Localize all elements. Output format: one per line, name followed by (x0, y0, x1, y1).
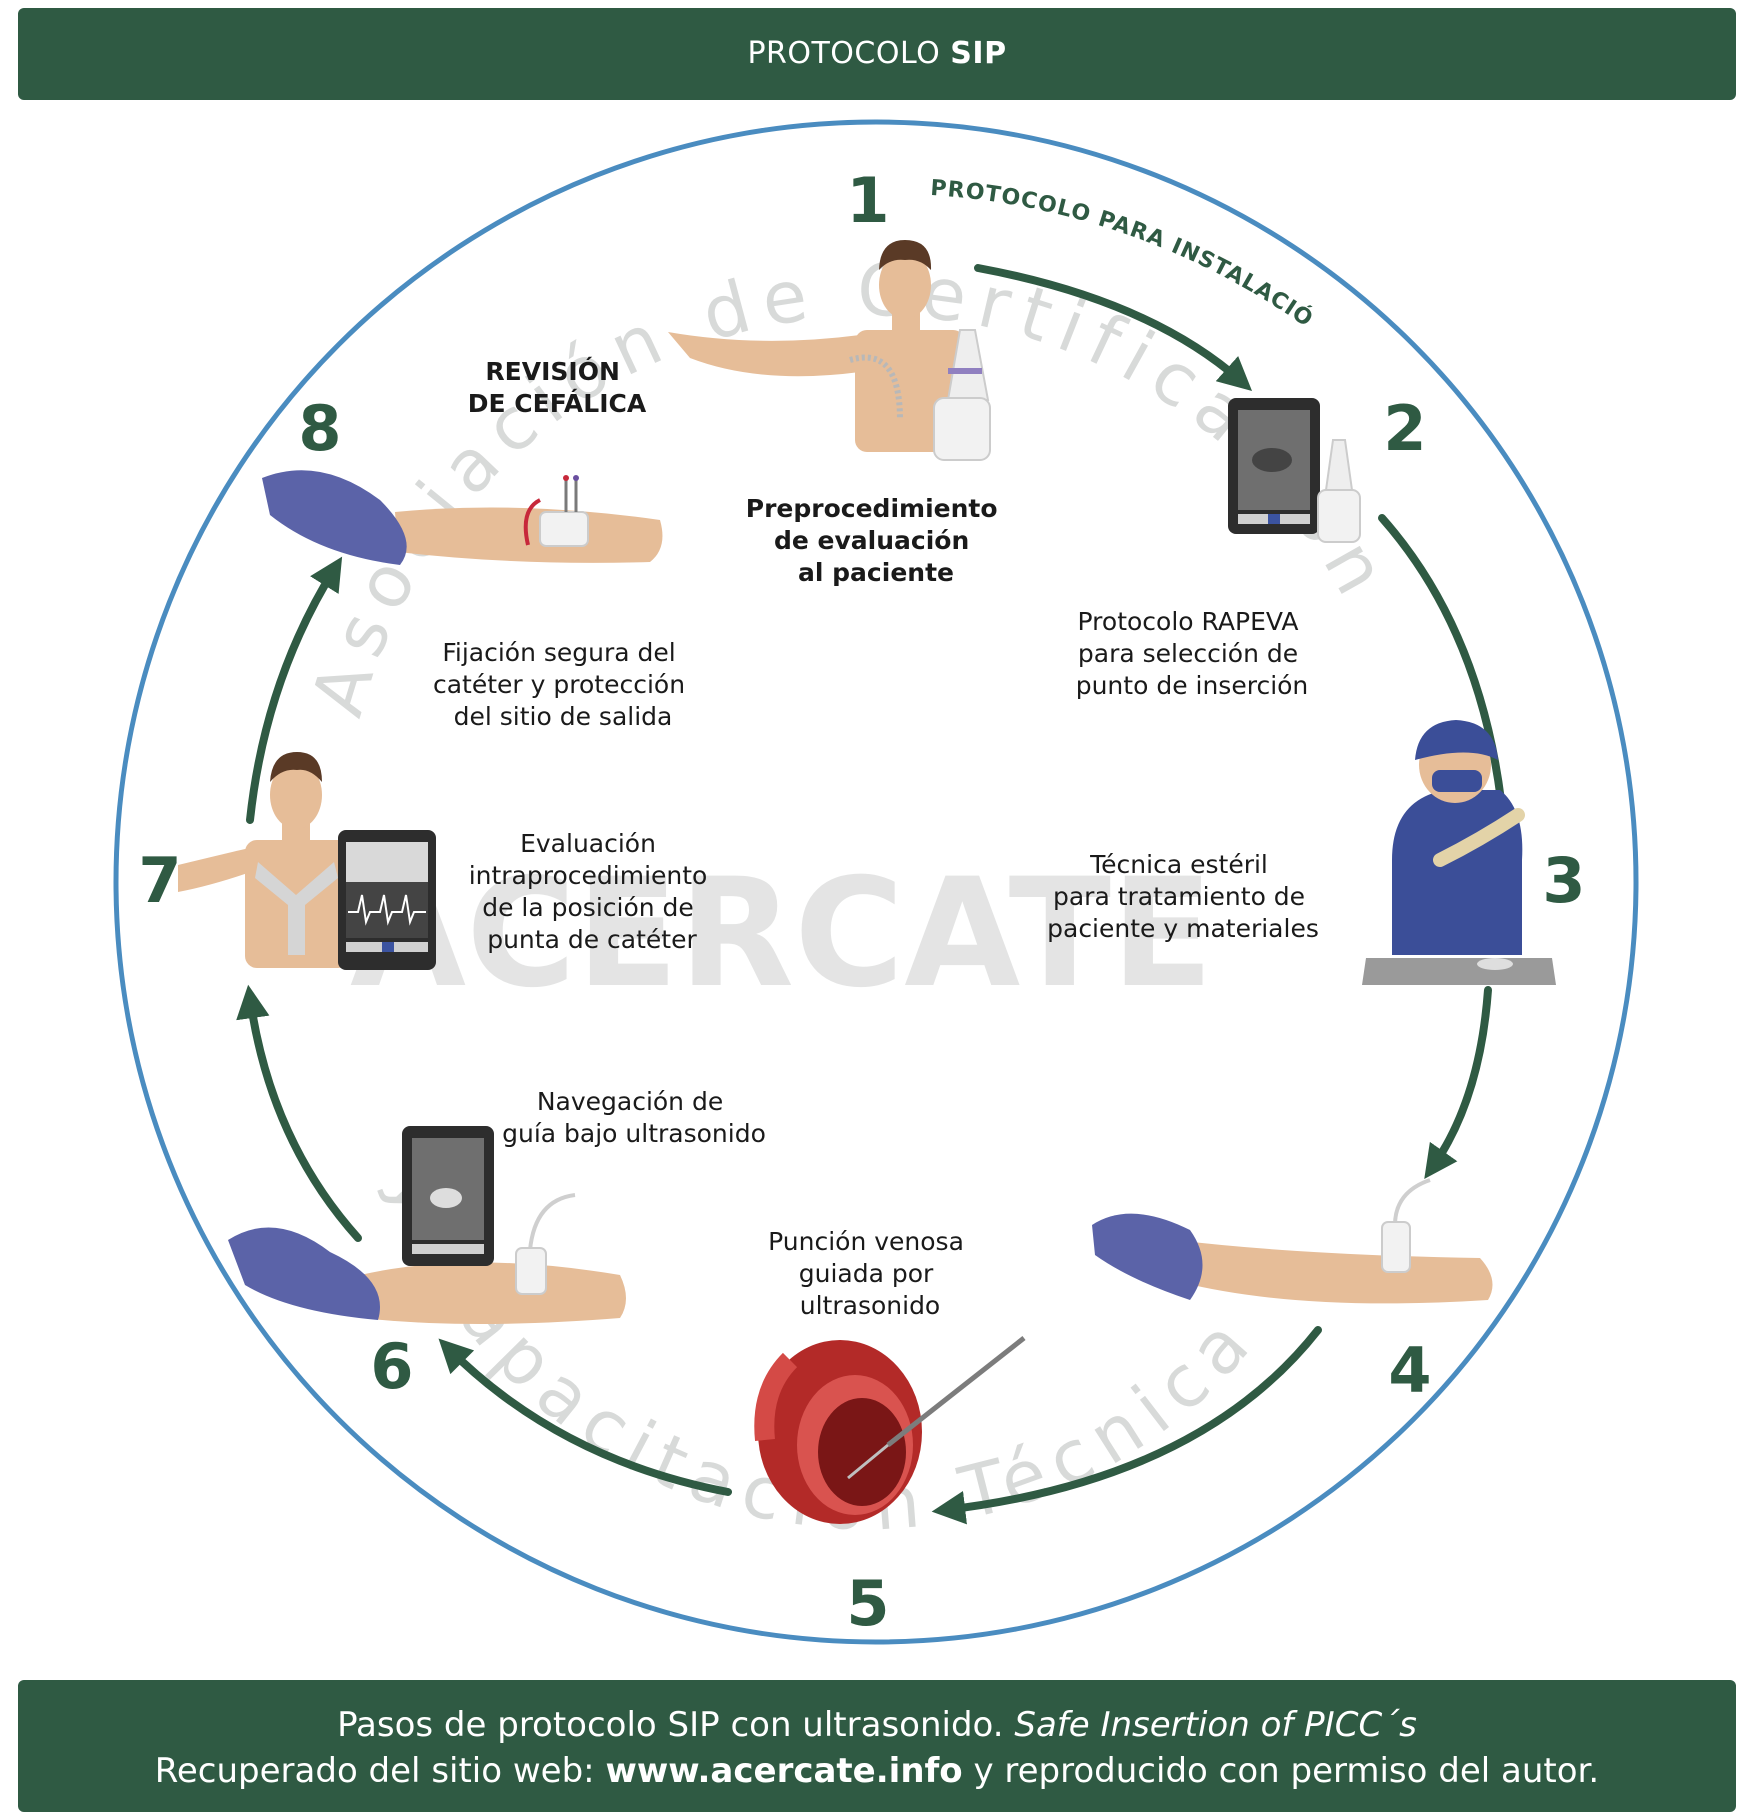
footer-line-2-end: y reproducido con permiso del autor. (962, 1751, 1600, 1791)
arrow-4-5 (931, 1326, 1322, 1525)
footer-line-1-italic: Safe Insertion of PICC´s (1014, 1705, 1417, 1745)
revision-label: REVISIÓN DE CEFÁLICA (468, 356, 647, 418)
arm-probe-icon (1092, 1178, 1493, 1304)
arrow-2-3 (1378, 514, 1521, 854)
sterile-operator-icon (1362, 720, 1556, 985)
patient-evaluation-icon (668, 240, 991, 461)
step-number-5: 5 (846, 1567, 889, 1640)
header-title-bold: SIP (950, 36, 1007, 71)
step-1-label: Preprocedimiento de evaluación al pacien… (746, 494, 1006, 587)
arrow-3-4 (1424, 986, 1492, 1179)
arrow-7-8 (246, 556, 343, 824)
step-7-label: Evaluación intraprocedimiento de la posi… (469, 829, 716, 954)
ultrasound-tablet-icon (1228, 398, 1361, 543)
step-number-8: 8 (298, 392, 341, 465)
step-numbers: 1 2 3 4 5 6 7 8 (138, 164, 1585, 1640)
footer-website: www.acercate.info (605, 1751, 963, 1791)
arrow-6-7 (236, 984, 362, 1242)
step-number-6: 6 (370, 1330, 413, 1403)
footer-line-2-text: Recuperado del sitio web: (154, 1751, 606, 1791)
outer-circle (113, 119, 1639, 1645)
footer-line-1: Pasos de protocolo SIP con ultrasonido. … (18, 1702, 1736, 1748)
watermark-brand: ACERCATE (350, 847, 1213, 1021)
step-number-2: 2 (1383, 392, 1426, 465)
step-4-label: Punción venosa guiada por ultrasonido (768, 1227, 972, 1320)
step-2-label: Protocolo RAPEVA para selección de punto… (1076, 607, 1309, 700)
step-6-label: Navegación de guía bajo ultrasonido (502, 1087, 766, 1148)
arc-title: PROTOCOLO PARA INSTALACIÓN (0, 0, 1318, 333)
step-number-7: 7 (138, 844, 181, 917)
arrow-5-6 (438, 1338, 732, 1496)
arrow-1-2 (974, 264, 1253, 391)
guide-navigation-icon (228, 1126, 626, 1324)
step-number-4: 4 (1388, 1334, 1431, 1407)
step-3-label: Técnica estéril para tratamiento de paci… (1047, 850, 1319, 943)
tip-position-icon (178, 752, 436, 970)
step-labels: Preprocedimiento de evaluación al pacien… (433, 356, 1319, 1320)
step-8-label: Fijación segura del catéter y protección… (433, 638, 693, 731)
header-title-prefix: PROTOCOLO (747, 36, 941, 71)
step-number-3: 3 (1542, 844, 1585, 917)
catheter-securement-icon (262, 470, 663, 565)
footer-bar: Pasos de protocolo SIP con ultrasonido. … (18, 1680, 1736, 1812)
header-bar: PROTOCOLO SIP (18, 8, 1736, 100)
step-number-1: 1 (846, 164, 889, 237)
vein-puncture-icon (754, 1336, 1026, 1524)
arrows (236, 264, 1521, 1525)
footer-line-1-text: Pasos de protocolo SIP con ultrasonido. (337, 1705, 1015, 1745)
footer-line-2: Recuperado del sitio web: www.acercate.i… (18, 1748, 1736, 1794)
